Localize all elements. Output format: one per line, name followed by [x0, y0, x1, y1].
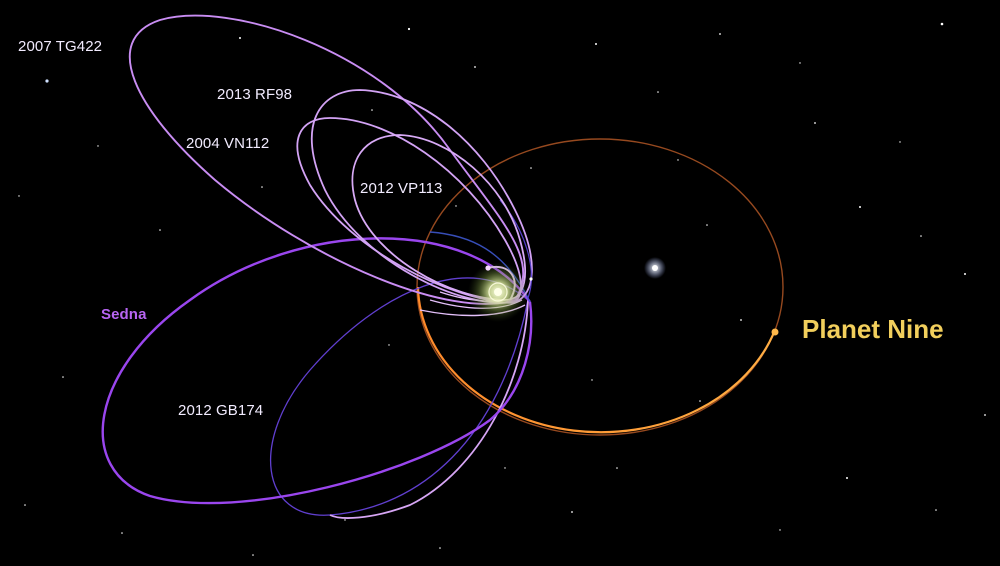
tno-perihelion-dot	[485, 265, 491, 271]
planet-nine-orbit	[416, 138, 784, 436]
orbit-sedna	[101, 231, 533, 505]
label-2013-rf98: 2013 RF98	[217, 86, 293, 103]
tno-dot	[529, 277, 533, 281]
label-2004-vn112: 2004 VN112	[186, 135, 270, 152]
label-2012-gb174: 2012 GB174	[178, 402, 264, 419]
planet-nine-dot	[771, 328, 779, 336]
label-2012-vp113: 2012 VP113	[360, 180, 443, 197]
sun	[468, 262, 528, 322]
label-sedna: Sedna	[101, 306, 147, 323]
orbit-2004-vn112	[296, 117, 522, 304]
label-2007-tg422: 2007 TG422	[18, 38, 103, 55]
orbit-2007-tg422	[128, 14, 525, 305]
bright-star-core	[652, 265, 658, 271]
orbit-2012-gb174	[269, 277, 529, 519]
starfield	[18, 22, 986, 556]
label-planet-nine: Planet Nine	[802, 314, 944, 344]
